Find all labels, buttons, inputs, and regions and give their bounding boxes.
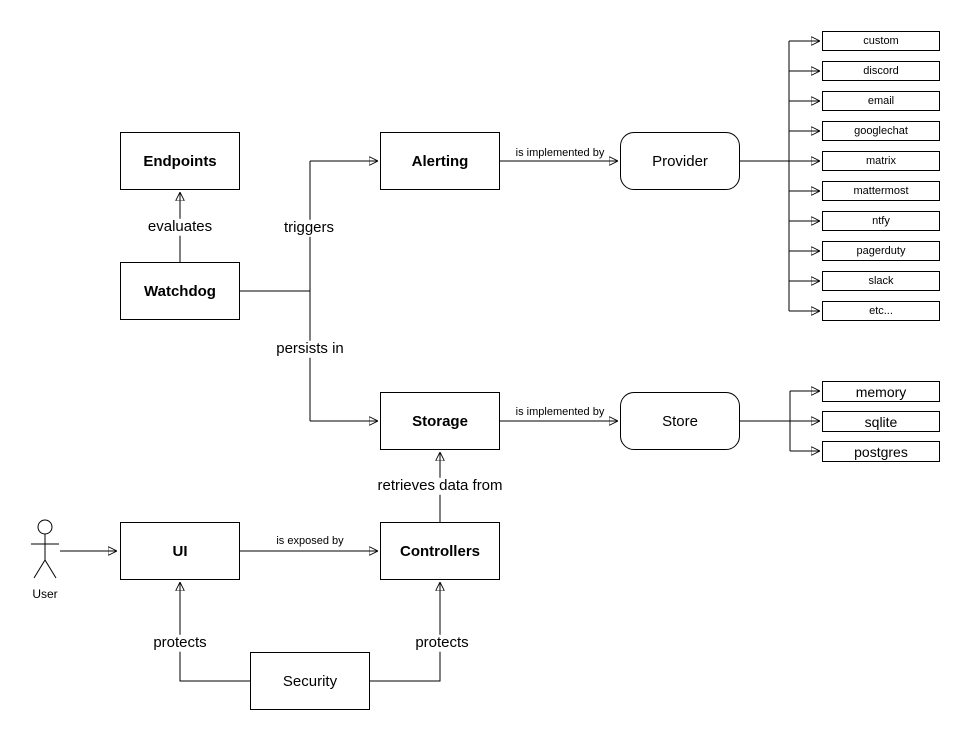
edge-security-ui [180, 583, 250, 682]
node-controllers-label: Controllers [399, 542, 480, 560]
store-item: memory [822, 381, 940, 402]
edge-provider-trunk [740, 41, 790, 311]
store-item-label: sqlite [864, 413, 898, 430]
provider-item: discord [822, 61, 940, 81]
provider-item: matrix [822, 151, 940, 171]
provider-item: ntfy [822, 211, 940, 231]
node-ui-label: UI [172, 542, 188, 560]
edge-label-evaluates: evaluates [145, 217, 215, 236]
provider-item: googlechat [822, 121, 940, 141]
user-actor-label: User [32, 587, 58, 601]
provider-item-label: matrix [866, 155, 896, 167]
node-store-label: Store [662, 412, 698, 430]
node-controllers: Controllers [380, 522, 500, 580]
edge-label-alerting-implemented-by: is implemented by [513, 146, 607, 160]
provider-item: mattermost [822, 181, 940, 201]
provider-item: email [822, 91, 940, 111]
node-watchdog-label: Watchdog [144, 282, 216, 300]
edge-label-storage-implemented-by: is implemented by [513, 405, 607, 419]
node-endpoints: Endpoints [120, 132, 240, 190]
node-storage-label: Storage [412, 412, 468, 430]
provider-item: slack [822, 271, 940, 291]
node-ui: UI [120, 522, 240, 580]
node-watchdog: Watchdog [120, 262, 240, 320]
store-item-label: postgres [854, 443, 908, 460]
edge-label-protects-ui: protects [151, 633, 209, 652]
node-provider: Provider [620, 132, 740, 190]
provider-item-label: googlechat [854, 125, 908, 137]
node-alerting-label: Alerting [411, 152, 469, 170]
store-item: sqlite [822, 411, 940, 432]
node-endpoints-label: Endpoints [143, 152, 217, 170]
edge-label-retrieves-data-from: retrieves data from [375, 476, 505, 495]
provider-item-label: slack [868, 275, 894, 287]
store-item: postgres [822, 441, 940, 462]
provider-item-label: custom [863, 35, 899, 47]
provider-item-label: etc... [869, 305, 893, 317]
node-alerting: Alerting [380, 132, 500, 190]
provider-item-label: email [867, 95, 895, 107]
edge-label-triggers: triggers [281, 218, 337, 237]
edge-store-trunk [740, 391, 791, 451]
provider-item: custom [822, 31, 940, 51]
provider-item: etc... [822, 301, 940, 321]
provider-item-label: mattermost [853, 185, 909, 197]
edge-label-protects-controllers: protects [413, 633, 471, 652]
user-actor-icon [31, 519, 59, 579]
node-security: Security [250, 652, 370, 710]
provider-item: pagerduty [822, 241, 940, 261]
edge-watchdog-trunk [240, 161, 311, 421]
edge-security-controllers [370, 583, 440, 682]
provider-item-label: pagerduty [856, 245, 906, 257]
node-storage: Storage [380, 392, 500, 450]
node-security-label: Security [282, 672, 338, 690]
store-item-label: memory [855, 383, 907, 400]
edge-label-persists-in: persists in [274, 339, 346, 358]
node-store: Store [620, 392, 740, 450]
provider-item-label: ntfy [872, 215, 890, 227]
node-provider-label: Provider [652, 152, 708, 170]
edge-label-is-exposed-by: is exposed by [274, 534, 346, 548]
provider-item-label: discord [863, 65, 899, 77]
